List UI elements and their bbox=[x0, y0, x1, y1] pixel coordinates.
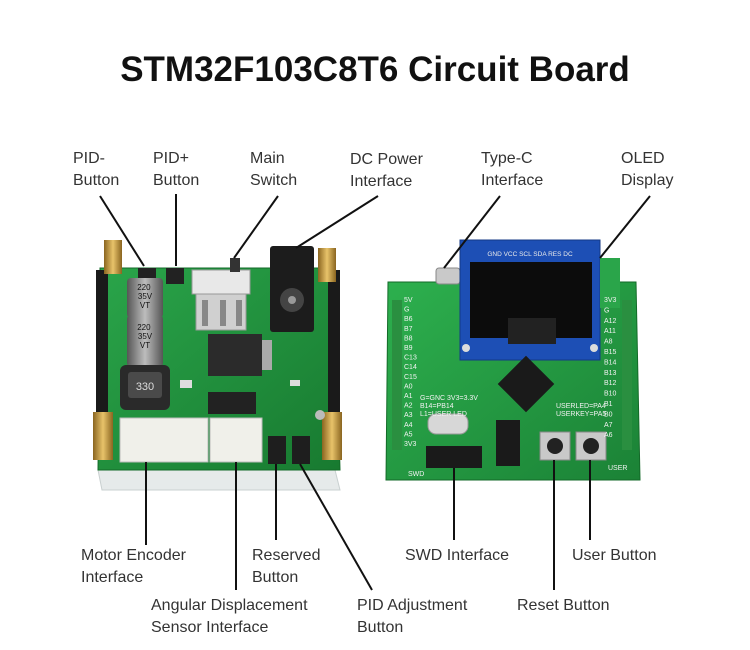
page-title: STM32F103C8T6 Circuit Board bbox=[120, 50, 630, 89]
label-reset: Reset Button bbox=[517, 597, 610, 614]
crystal bbox=[427, 413, 469, 435]
pin-label: B9 bbox=[404, 345, 413, 352]
pin-label: 3V3 bbox=[604, 297, 617, 304]
oled-module: GND VCC SCL SDA RES DC bbox=[459, 239, 620, 361]
label-pid-adjust: PID Adjustment Button bbox=[357, 597, 468, 636]
pin-label: B7 bbox=[404, 326, 413, 333]
inductor-label: 330 bbox=[136, 381, 154, 393]
right-pin-column bbox=[622, 300, 632, 450]
pin-label: A12 bbox=[604, 318, 617, 325]
standoff bbox=[104, 240, 122, 274]
label-main-switch: Main Switch bbox=[250, 150, 298, 189]
label-pid-plus: PID+ Button bbox=[153, 150, 200, 189]
cap-label-line: 35V bbox=[138, 292, 153, 301]
swd-header bbox=[426, 446, 482, 468]
pin-label: B8 bbox=[404, 335, 413, 342]
inductor: 330 bbox=[120, 365, 170, 410]
swd-silk: SWD bbox=[408, 471, 424, 478]
standoff bbox=[318, 248, 336, 282]
pin-label: B14 bbox=[604, 359, 617, 366]
silk-line: L1=USER LED bbox=[420, 411, 467, 418]
pin-label: B15 bbox=[604, 349, 617, 356]
label-swd: SWD Interface bbox=[405, 547, 510, 564]
standoff bbox=[322, 412, 342, 460]
label-pid-minus: PID- Button bbox=[73, 150, 120, 189]
main-switch bbox=[191, 258, 251, 331]
type-c-port bbox=[435, 267, 461, 285]
pin-label: B0 bbox=[604, 411, 613, 418]
pin-label: G bbox=[604, 307, 609, 314]
user-silk: USER bbox=[608, 465, 627, 472]
user-button bbox=[575, 431, 607, 461]
pin-label: B1 bbox=[604, 401, 613, 408]
silk-line: B14=PB14 bbox=[420, 403, 454, 410]
silkscreen: G=GNC 3V3=3.3V B14=PB14 L1=USER LED USER… bbox=[408, 395, 627, 478]
pin-label: A8 bbox=[604, 339, 613, 346]
label-type-c: Type-C Interface bbox=[481, 150, 544, 189]
pin-label: B6 bbox=[404, 316, 413, 323]
reset-button bbox=[539, 431, 571, 461]
callout-lines bbox=[99, 194, 651, 591]
pin-label: A2 bbox=[404, 403, 413, 410]
pin-label: 3V3 bbox=[404, 441, 417, 448]
driver-chip bbox=[208, 392, 256, 414]
label-motor-encoder: Motor Encoder Interface bbox=[81, 547, 186, 586]
core-board: GND VCC SCL SDA RES DC G=GNC 3V3= bbox=[385, 239, 641, 481]
pin-label: A11 bbox=[604, 328, 616, 335]
label-dc-power: DC Power Interface bbox=[350, 151, 423, 190]
pin-label: C15 bbox=[404, 374, 417, 381]
motor-encoder-connector bbox=[119, 417, 209, 463]
silk-line: USERKEY=PA5 bbox=[556, 411, 606, 418]
pin-label: 5V bbox=[404, 297, 413, 304]
cap-label: 220 bbox=[137, 283, 151, 292]
pin-label: A0 bbox=[404, 383, 413, 390]
cap-label: 220 bbox=[137, 323, 151, 332]
oled-pin-labels: GND VCC SCL SDA RES DC bbox=[487, 251, 573, 258]
pin-label: A7 bbox=[604, 422, 613, 429]
cap-label-line: 35V bbox=[138, 332, 153, 341]
pid-adjust-button bbox=[292, 436, 310, 464]
pin-label: C13 bbox=[404, 355, 417, 362]
pin-label: A3 bbox=[404, 412, 413, 419]
voltage-regulator bbox=[208, 334, 262, 376]
dc-power-jack bbox=[270, 246, 314, 332]
standoff bbox=[93, 412, 113, 460]
silk-line: G=GNC 3V3=3.3V bbox=[420, 395, 478, 402]
jumper-block bbox=[496, 420, 520, 466]
label-user: User Button bbox=[572, 547, 657, 564]
pin-label: B13 bbox=[604, 370, 617, 377]
left-pin-column bbox=[392, 300, 402, 450]
pin-label: A6 bbox=[604, 432, 613, 439]
pid-plus-button bbox=[166, 268, 184, 284]
pin-label: B12 bbox=[604, 380, 617, 387]
pin-label: G bbox=[404, 307, 409, 314]
label-oled: OLED Display bbox=[621, 150, 674, 189]
pin-label: A1 bbox=[404, 393, 413, 400]
pin-label: C14 bbox=[404, 364, 417, 371]
angular-sensor-connector bbox=[209, 417, 263, 463]
cap-label-line: VT bbox=[140, 301, 150, 310]
silk-line: USERLED=PA4 bbox=[556, 403, 606, 410]
cap-label-line: VT bbox=[140, 341, 150, 350]
label-angular-sensor: Angular Displacement Sensor Interface bbox=[151, 597, 308, 636]
label-reserved: Reserved Button bbox=[252, 547, 321, 586]
pin-label: A5 bbox=[404, 431, 413, 438]
reserved-button bbox=[268, 436, 286, 464]
pin-label: B10 bbox=[604, 391, 617, 398]
pin-label: A4 bbox=[404, 422, 413, 429]
